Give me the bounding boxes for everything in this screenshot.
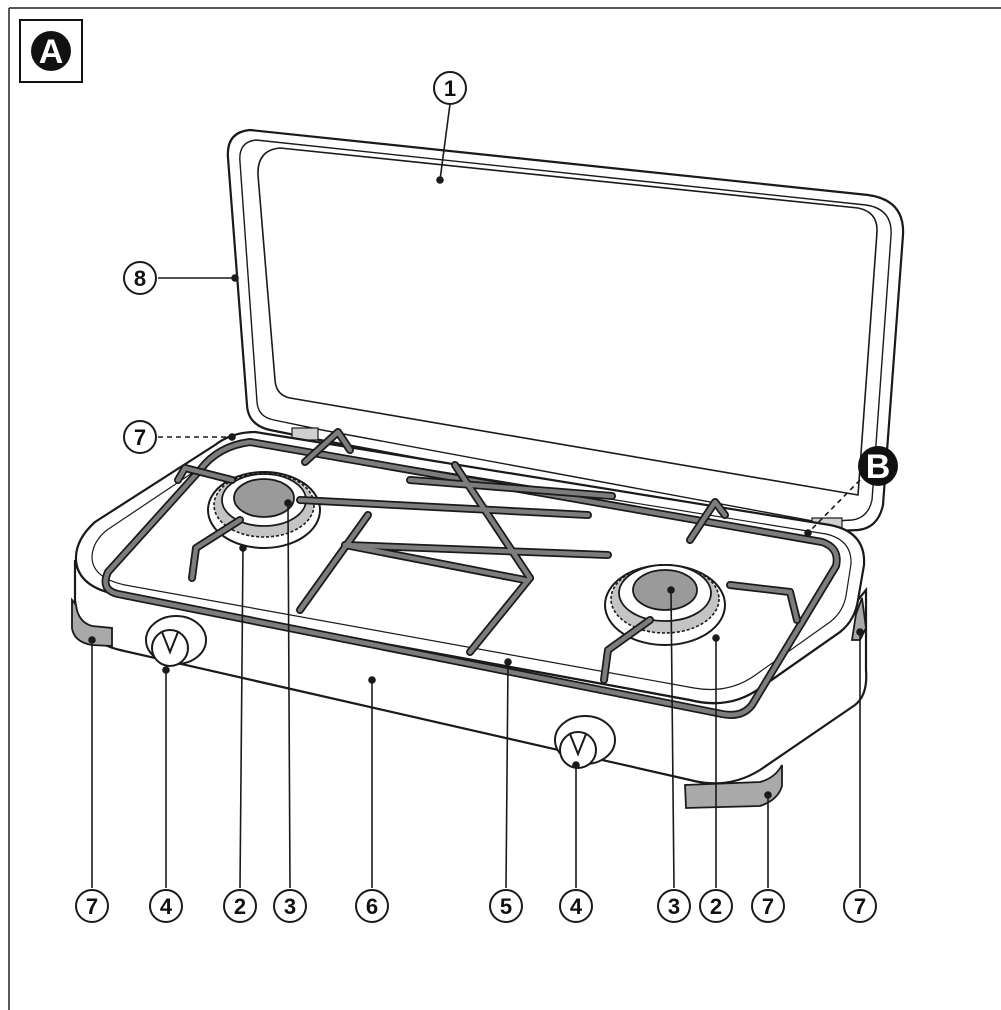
foot-front-right	[684, 764, 783, 809]
callout-bottom-7: 4	[559, 889, 593, 923]
callout-8: 8	[123, 261, 157, 295]
lid-panel	[257, 147, 878, 496]
svg-text:7: 7	[762, 894, 774, 919]
control-knob-right	[554, 715, 616, 769]
figure-label-a: A	[19, 19, 83, 83]
svg-text:8: 8	[134, 266, 146, 291]
leader-lines	[88, 103, 864, 889]
callout-bottom-11: 7	[843, 889, 877, 923]
callout-bottom-4: 3	[273, 889, 307, 923]
callout-bottom-3: 2	[223, 889, 257, 923]
callout-1: 1	[433, 71, 467, 105]
callout-bottom-2: 4	[149, 889, 183, 923]
svg-text:7: 7	[86, 894, 98, 919]
burner-cap-left	[233, 478, 295, 518]
figure-label-b-text: B	[866, 448, 891, 486]
figure-label-a-text: A	[39, 33, 64, 71]
svg-text:7: 7	[854, 894, 866, 919]
svg-text:6: 6	[366, 894, 378, 919]
burner-cap-right	[632, 569, 698, 611]
svg-text:7: 7	[134, 425, 146, 450]
foot-left	[71, 597, 113, 647]
feet	[71, 597, 867, 809]
pan-support-grate	[101, 428, 841, 719]
callout-7-top: 7	[123, 420, 157, 454]
lid	[226, 128, 905, 534]
svg-text:2: 2	[234, 894, 246, 919]
svg-text:5: 5	[500, 894, 512, 919]
callout-bottom-1: 7	[75, 889, 109, 923]
figure-label-b: B	[858, 446, 898, 486]
control-knob-left	[145, 615, 207, 667]
burner-right	[604, 564, 726, 646]
svg-text:3: 3	[668, 894, 680, 919]
body-top-rim	[91, 441, 852, 691]
svg-text:2: 2	[710, 894, 722, 919]
svg-text:4: 4	[160, 894, 173, 919]
burner-left	[207, 471, 321, 549]
callout-bottom-row: 7 4 2 3 6 5 4 3 2 7 7	[75, 889, 877, 923]
callout-bottom-6: 5	[489, 889, 523, 923]
svg-text:3: 3	[284, 894, 296, 919]
callout-bottom-5: 6	[355, 889, 389, 923]
svg-text:1: 1	[444, 76, 456, 101]
callout-bottom-10: 7	[751, 889, 785, 923]
svg-text:4: 4	[570, 894, 583, 919]
callout-bottom-8: 3	[657, 889, 691, 923]
callout-bottom-9: 2	[699, 889, 733, 923]
